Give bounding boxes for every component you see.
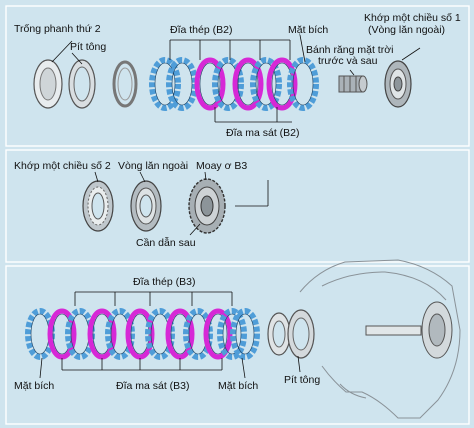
friction-plate-b2-3	[194, 57, 226, 111]
label-brake-drum-2: Trống phanh thứ 2	[14, 23, 101, 35]
label-one-way-clutch-1: Khớp một chiều số 1	[364, 12, 461, 24]
front-rear-sun-gear	[338, 75, 368, 93]
label-steel-plates-b3: Đĩa thép (B3)	[133, 276, 196, 288]
section-1-leaders	[51, 34, 421, 123]
label-b3-hub: Moay ơ B3	[196, 160, 248, 172]
steel-plate-b2-6	[250, 57, 282, 111]
label-rear-carrier: Cần dẫn sau	[136, 237, 196, 249]
one-way-clutch-2	[82, 180, 114, 232]
snap-ring-b2	[112, 60, 138, 108]
steel-plate-b2-8	[287, 57, 319, 111]
steel-plate-b3-12	[230, 308, 260, 360]
label-flange-b2: Mặt bích	[288, 24, 329, 36]
b2-clutch-pack	[149, 57, 319, 111]
b3-clutch-pack	[25, 308, 260, 360]
label-piston-b3: Pít tông	[284, 374, 321, 386]
label-friction-plates-b3: Đĩa ma sát (B3)	[116, 380, 190, 392]
steel-plate-b2-1	[149, 57, 181, 111]
transmission-case	[299, 259, 461, 419]
label-sun-gear: Bánh răng mặt trời	[306, 44, 394, 56]
brake-drum-2	[33, 59, 63, 109]
section-1-frame	[5, 5, 470, 147]
label-flange-right-b3: Mặt bích	[218, 380, 259, 392]
piston-b3	[267, 309, 315, 359]
friction-plate-b3-6	[125, 308, 155, 360]
outer-race-b3-hub	[130, 180, 162, 232]
label-flange-left-b3: Mặt bích	[14, 380, 55, 392]
friction-plate-b3-10	[203, 308, 233, 360]
section-2-frame	[5, 149, 470, 263]
label-one-way-clutch-2: Khớp một chiều số 2	[14, 160, 111, 172]
section-3-frame	[5, 265, 470, 425]
friction-plate-b2-5	[232, 57, 264, 111]
label-sun-gear-sub: trước và sau	[318, 55, 378, 67]
steel-plate-b3-11	[217, 308, 247, 360]
label-steel-plates-b2: Đĩa thép (B2)	[170, 24, 233, 36]
label-friction-plates-b2: Đĩa ma sát (B2)	[226, 127, 300, 139]
label-outer-race: Vòng lăn ngoài	[118, 160, 189, 172]
label-piston-b2: Pít tông	[70, 41, 107, 53]
label-one-way-clutch-1-sub: (Vòng lăn ngoài)	[368, 24, 446, 36]
piston-b2	[68, 59, 96, 109]
section-3-leaders	[39, 291, 301, 379]
one-way-clutch-1	[384, 60, 412, 108]
section-2-leaders	[94, 171, 269, 236]
rear-planetary-carrier	[188, 178, 226, 234]
